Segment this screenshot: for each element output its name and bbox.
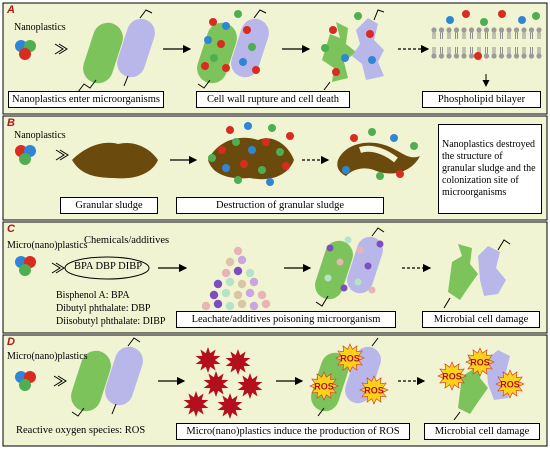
panel-c-chevron-icon bbox=[51, 262, 65, 274]
panel-b-side-label: Nanoplastics bbox=[14, 130, 66, 141]
panel-c-cluster bbox=[15, 256, 36, 276]
panel-c-side-label: Micro(nano)plastics bbox=[7, 240, 88, 251]
panel-a-caption-2: Cell wall rupture and cell death bbox=[196, 91, 350, 108]
panel-label-b: B bbox=[7, 117, 15, 129]
ros-star-label: ROS bbox=[470, 358, 490, 368]
panel-b-caption-2: Destruction of granular sludge bbox=[176, 197, 384, 214]
legend-bpa: Bisphenol A: BPA bbox=[56, 290, 130, 301]
panel-a-infected-cells bbox=[197, 9, 269, 89]
panel-a-lavender-cell bbox=[117, 9, 155, 87]
panel-c-damaged-cells bbox=[443, 239, 511, 309]
panel-a-bilayer-particles bbox=[446, 10, 540, 60]
panel-b-crescent-sludge bbox=[337, 128, 420, 180]
ros-star: ROS bbox=[465, 347, 495, 377]
ros-star-label: ROS bbox=[442, 372, 462, 382]
panel-a-caption-1: Nanoplastics enter microorganisms bbox=[8, 91, 164, 108]
ros-stars: ROS ROS ROS ROS ROS ROS bbox=[309, 343, 525, 405]
ros-star: ROS bbox=[309, 371, 339, 401]
panel-label-d: D bbox=[7, 336, 15, 348]
panel-b-caption-3: Nanoplastics destroyed the structure of … bbox=[438, 124, 542, 214]
legend-dbp: Dibutyl phthalate: DBP bbox=[56, 303, 151, 314]
ros-star: ROS bbox=[335, 343, 365, 373]
ros-star-label: ROS bbox=[314, 382, 334, 392]
panel-a-green-cell bbox=[77, 22, 123, 93]
panel-d-cluster bbox=[15, 371, 36, 391]
panel-c-caption-2: Microbial cell damage bbox=[422, 311, 540, 328]
ros-star-label: ROS bbox=[364, 386, 384, 396]
ros-star-label: ROS bbox=[500, 380, 520, 390]
granular-sludge-shape bbox=[72, 142, 158, 179]
panel-d-side-label: Micro(nano)plastics bbox=[7, 351, 88, 362]
panel-b-chevron-icon bbox=[55, 149, 69, 161]
panel-d-healthy-cells bbox=[71, 337, 143, 417]
panel-a-cluster bbox=[15, 40, 36, 60]
panel-a-chevron-icon bbox=[54, 43, 68, 55]
leachate-particle-pile bbox=[201, 246, 271, 311]
additives-oval bbox=[64, 256, 150, 280]
panel-b-caption-1: Granular sludge bbox=[60, 197, 158, 214]
legend-dibp: Diisobutyl phthalate: DIBP bbox=[56, 316, 166, 327]
panel-a-ruptured-cells bbox=[321, 9, 385, 91]
panel-c-caption-1: Leachate/additives poisoning microorgani… bbox=[176, 311, 396, 328]
panel-a-caption-3: Phospholipid bilayer bbox=[422, 91, 541, 108]
ros-star: ROS bbox=[437, 361, 467, 391]
red-star-cluster bbox=[183, 347, 263, 419]
chemicals-additives-label: Chemicals/additives bbox=[84, 235, 170, 246]
panel-a-side-label: Nanoplastics bbox=[14, 22, 66, 33]
panel-b-cluster bbox=[15, 145, 36, 165]
panel-d-caption-1: Micro(nano)plastics induce the productio… bbox=[176, 423, 410, 440]
legend-ros: Reactive oxygen species: ROS bbox=[16, 425, 146, 436]
ros-star: ROS bbox=[495, 369, 525, 399]
panel-b-destroyed-sludge bbox=[208, 122, 294, 186]
panel-label-c: C bbox=[7, 223, 15, 235]
ros-star: ROS bbox=[359, 375, 389, 405]
panel-c-poisoned-cells bbox=[315, 227, 385, 307]
panel-label-a: A bbox=[7, 4, 15, 16]
ros-star-label: ROS bbox=[340, 354, 360, 364]
panel-d-caption-2: Microbial cell damage bbox=[424, 423, 540, 440]
additives-oval-text: BPA DBP DIBP bbox=[73, 261, 143, 272]
panel-d-chevron-icon bbox=[53, 375, 67, 387]
